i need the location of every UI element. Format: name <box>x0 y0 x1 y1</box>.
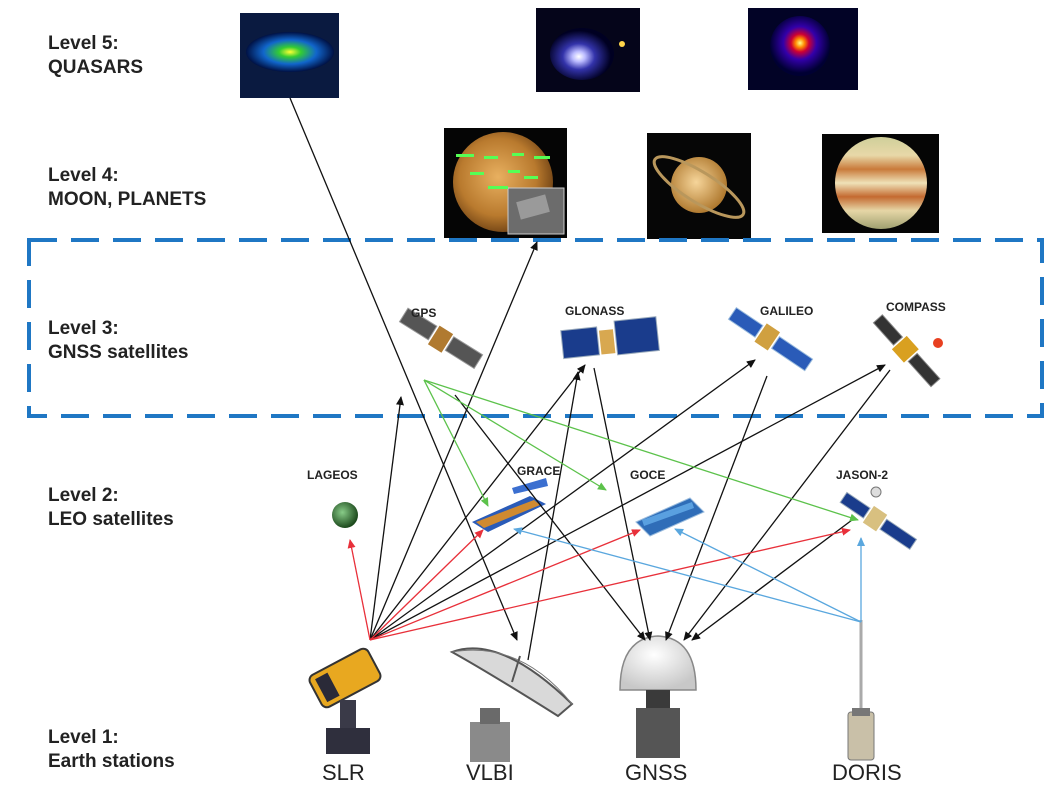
doris-beacon-icon <box>847 620 875 761</box>
green-links <box>423 379 859 522</box>
compass-satellite-icon <box>872 314 943 388</box>
level-2-label: Level 2: LEO satellites <box>48 484 174 532</box>
level-1-subtitle: Earth stations <box>48 751 175 772</box>
gps-satellite-icon <box>398 307 484 370</box>
grace-satellite-icon <box>472 478 548 532</box>
slr-telescope-icon <box>308 647 382 754</box>
level-4-label: Level 4: MOON, PLANETS <box>48 164 206 212</box>
galileo-satellite-icon <box>727 306 814 372</box>
compass-label: COMPASS <box>886 300 946 314</box>
level-5-subtitle: QUASARS <box>48 57 144 78</box>
level-1-title: Level 1: <box>48 727 119 748</box>
vlbi-label: VLBI <box>466 760 514 785</box>
level-1-label: Level 1: Earth stations <box>48 726 175 774</box>
quasar-image-2 <box>536 8 640 92</box>
level-3-title: Level 3: <box>48 318 119 339</box>
galileo-label: GALILEO <box>760 304 814 318</box>
gnss-station-label: GNSS <box>625 760 688 785</box>
quasar-image-1 <box>240 13 339 98</box>
level-2-title: Level 2: <box>48 485 119 506</box>
glonass-label: GLONASS <box>565 304 625 318</box>
black-links <box>289 97 891 661</box>
level-5-title: Level 5: <box>48 33 119 54</box>
level-4-title: Level 4: <box>48 165 119 186</box>
quasar-image-3 <box>748 8 858 90</box>
jupiter-image <box>822 134 939 233</box>
moon-image <box>444 128 567 238</box>
doris-label: DORIS <box>832 760 902 785</box>
lageos-label: LAGEOS <box>307 468 358 482</box>
gps-label: GPS <box>411 306 437 320</box>
goce-label: GOCE <box>630 468 666 482</box>
gnss-receiver-dome-icon <box>619 635 697 758</box>
glonass-satellite-icon <box>560 316 660 360</box>
red-links <box>347 527 851 641</box>
blue-links <box>513 527 865 623</box>
vlbi-antenna-icon <box>449 647 574 762</box>
grace-label: GRACE <box>517 464 561 478</box>
goce-satellite-icon <box>635 497 705 537</box>
level-2-subtitle: LEO satellites <box>48 509 174 530</box>
saturn-image <box>647 133 751 239</box>
level-4-subtitle: MOON, PLANETS <box>48 189 207 210</box>
level-5-label: Level 5: QUASARS <box>48 32 143 80</box>
lageos-satellite-icon <box>332 502 358 528</box>
jason-2-label: JASON-2 <box>836 468 889 482</box>
level-3-label: Level 3: GNSS satellites <box>48 317 188 365</box>
jason-2-satellite-icon <box>839 486 918 551</box>
slr-label: SLR <box>322 760 365 785</box>
level-3-subtitle: GNSS satellites <box>48 342 189 363</box>
